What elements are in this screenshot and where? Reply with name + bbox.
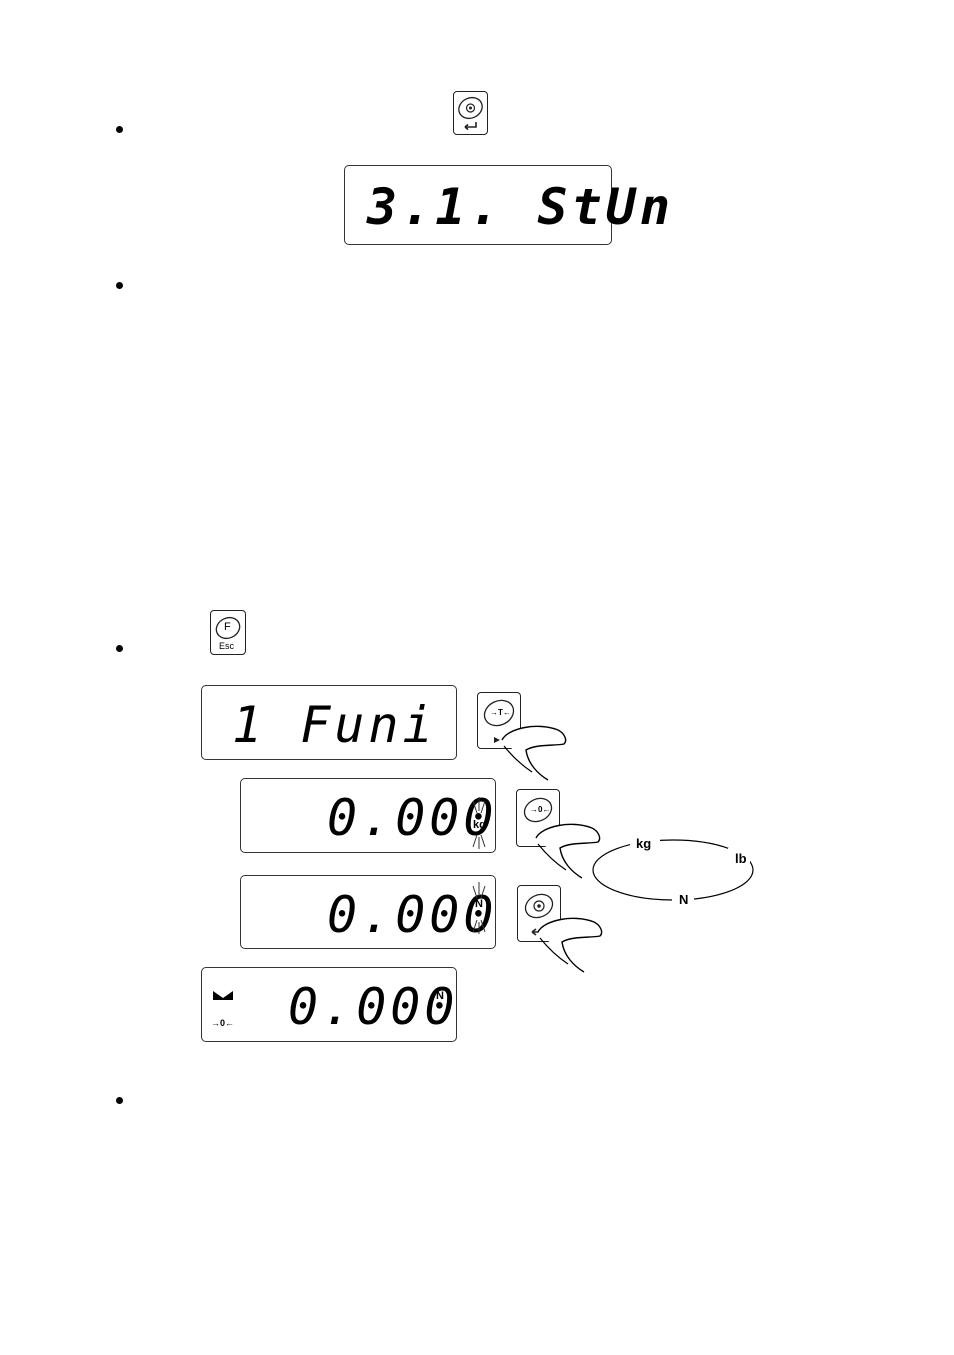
lcd-unit-n: N [475,898,483,910]
zero-key-icon [523,797,553,823]
lcd-text: 3.1. StUn [367,178,674,236]
f-key-label: F [224,621,231,633]
unit-label-lb: lb [735,851,747,866]
f-esc-key-button[interactable]: F Esc [210,610,246,655]
lcd-display-funi: 1 Funi [201,685,457,760]
lcd-text: 1 Funi [232,696,437,754]
finger-press-enter-icon [537,917,603,973]
tare-key-icon [483,699,515,743]
bullet-3 [116,645,123,652]
lcd-unit-n: N [436,990,444,1002]
lcd-unit-kg: kg [473,819,486,831]
finger-press-zero-icon [535,823,601,879]
bullet-2 [116,282,123,289]
lcd-display-kg: 0.000 kg [240,778,496,853]
bullet-4 [116,1097,123,1104]
zero-indicator: →0← [211,1018,235,1028]
unit-label-kg: kg [636,836,652,851]
esc-key-label: Esc [219,641,235,651]
unit-label-n: N [679,892,689,907]
blink-indicator-icon [472,882,486,934]
zero-key-label: →0← [530,805,551,814]
enter-key-icon [458,96,483,131]
f-esc-key-icon [215,616,241,640]
lcd-display-n: 0.000 N [240,875,496,949]
blink-indicator-icon [472,797,486,849]
lcd-value: 0.000 [327,886,498,944]
lcd-value: 0.000 [327,789,498,847]
finger-press-tare-icon [501,725,567,781]
tare-key-label: →T← [490,708,511,717]
enter-key-button[interactable] [453,91,488,135]
stable-indicator-icon [213,991,233,1000]
lcd-value: 0.000 [288,978,459,1036]
lcd-display-result: →0← 0.000 N [201,967,457,1042]
bullet-1 [116,126,123,133]
lcd-display-stun: 3.1. StUn [344,165,670,245]
unit-cycle-ellipse [592,836,754,906]
